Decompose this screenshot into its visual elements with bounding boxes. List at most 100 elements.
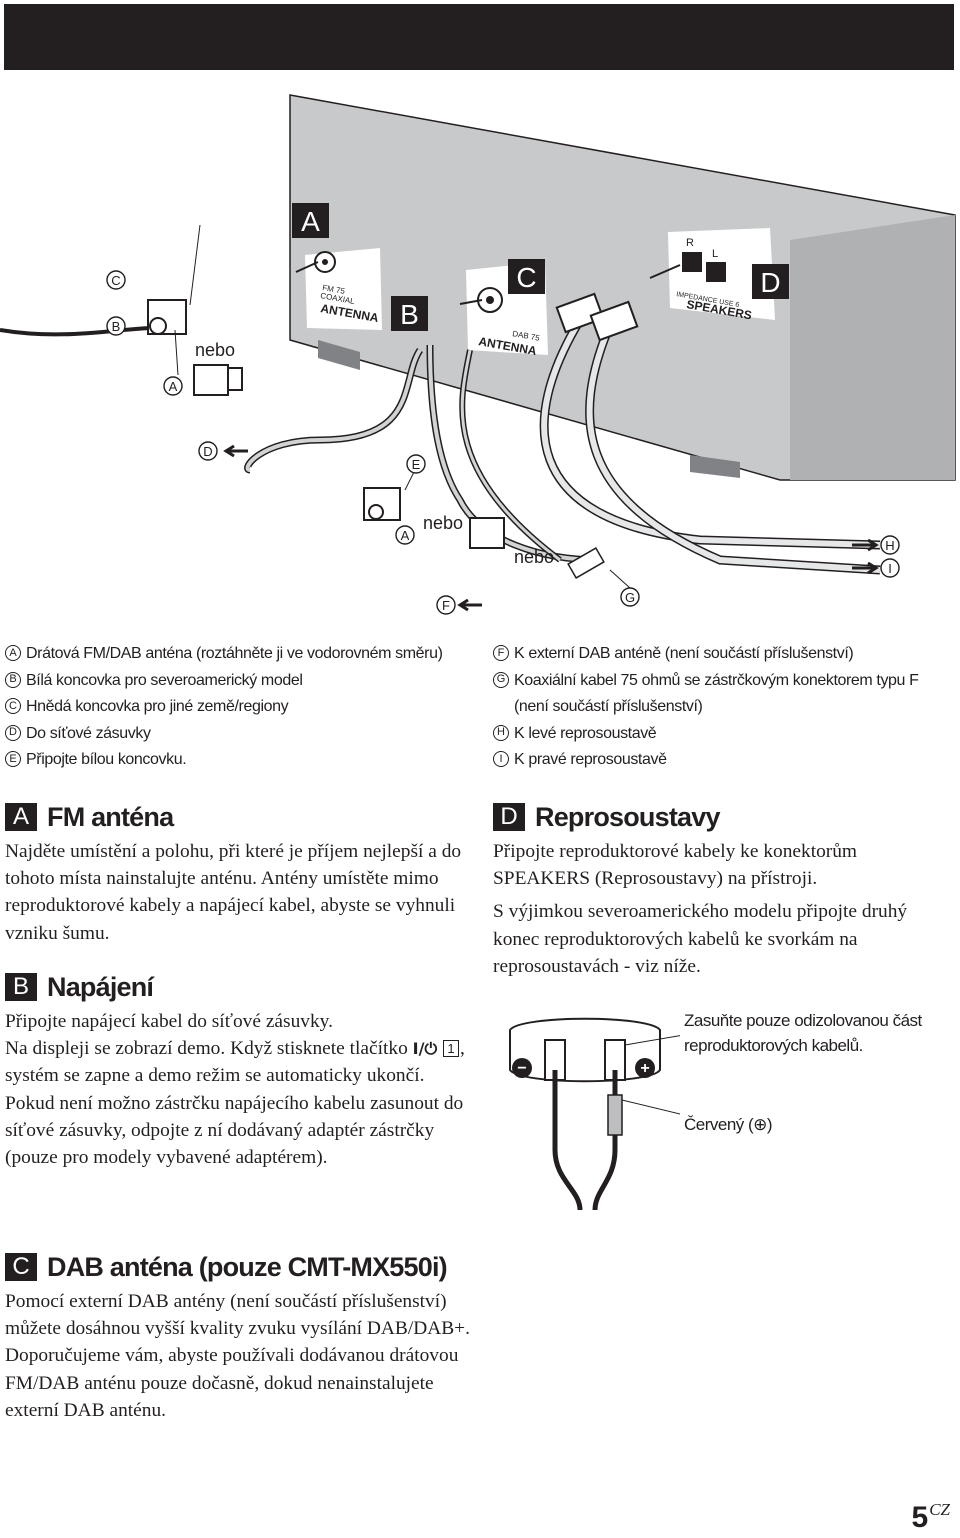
callout-e-text: E [412,457,421,472]
section-b-title: Napájení [47,971,154,1002]
arrow-to-left-speaker [852,538,879,552]
callout-a-bottom [395,525,415,545]
device-side [790,215,955,480]
box-label-d [752,264,789,299]
right-channel-label: R [686,237,694,249]
antenna-plug-lower-white [469,517,505,549]
section-d-paragraph-1: Připojte reproduktorové kabely ke konekt… [493,841,858,890]
callout-i-text: I [888,561,892,576]
legend-key-a: A [5,645,21,661]
legend-item-f: F K externí DAB anténě (není součástí pří… [493,641,955,668]
arrow-speaker [649,264,681,279]
box-label-c [508,259,545,294]
box-label-b-text: B [400,299,419,330]
callout-h [880,535,900,555]
wire-plus [592,1070,618,1211]
nebo-label-3: nebo [514,547,554,567]
device-foot-right [690,455,740,478]
leader-a-top [174,329,179,376]
legend-text-g: Koaxiální kabel 75 ohmů se zástrčkovým k… [514,671,919,716]
section-b-paragraph-3: Pokud není možno zástrčku napájecího kab… [5,1092,464,1169]
arrow-to-outlet [223,444,248,458]
legend-key-f: F [493,645,509,661]
section-a-badge: A [5,803,37,831]
connection-diagram: FM 75 COAXIAL ANTENNA DAB 75 ANTENNA R L… [0,80,960,640]
callout-insert-stripped: Zasuňte pouze odizolovanou část reproduk… [684,1011,922,1055]
legend-text-d: Do síťové zásuvky [26,724,151,742]
arrow-fm [295,261,319,273]
arrow-dab [459,299,483,305]
power-cable [245,348,422,472]
section-c-heading: C DAB anténa (pouze CMT-MX550i) [5,1250,475,1284]
key-1-icon: 1 [442,1040,459,1058]
minus-label: − [517,1060,526,1077]
section-b-heading: B Napájení [5,970,475,1004]
box-label-d-text: D [760,267,780,298]
legend-text-b: Bílá koncovka pro severoamerický model [26,671,303,689]
nebo-label-1: nebo [195,340,235,360]
callout-c [106,270,126,290]
speaker-plug-1 [555,292,605,334]
section-d-heading: D Reprosoustavy [493,800,955,834]
legend-item-d: D Do síťové zásuvky [5,721,475,748]
callout-c-text: C [111,273,120,288]
leader-red [621,1099,685,1116]
plus-icon [635,1058,655,1078]
antenna-plug-white [193,364,229,396]
section-b-badge: B [5,973,37,1001]
legend-text-e: Připojte bílou koncovku. [26,751,187,769]
box-label-c-text: C [516,262,536,293]
section-dab-antenna: C DAB anténa (pouze CMT-MX550i) Pomocí e… [5,1250,475,1424]
page-number-value: 5 [911,1501,929,1534]
section-d-title: Reprosoustavy [535,801,720,832]
nebo-label-2: nebo [423,513,463,533]
callout-a-top [163,376,183,396]
plus-label: + [640,1060,649,1077]
page-number: 5CZ [912,1500,950,1535]
callout-d [198,441,218,461]
callout-a-bottom-text: A [401,528,410,543]
box-label-a-text: A [301,206,320,237]
legend-text-c: Hnědá koncovka pro jiné země/regiony [26,698,289,716]
speaker-terminal-r [682,252,702,272]
page-number-suffix: CZ [929,1500,950,1519]
legend-text-i: K pravé reprosoustavě [514,751,667,769]
f-connector [567,547,605,579]
antenna-wire-left [0,326,151,337]
legend-key-c: C [5,698,21,715]
section-speakers: D Reprosoustavy Připojte reproduktorové … [493,800,955,980]
callout-i [880,558,900,578]
section-b-paragraph-1: Připojte napájecí kabel do síťové zásuvk… [5,1011,333,1032]
legend-key-i: I [493,751,509,768]
callout-a-top-text: A [169,379,178,394]
power-button-icon: I/⏻ [412,1039,438,1059]
legend-item-i: I K pravé reprosoustavě [493,747,955,774]
speaker-cable-2 [586,323,881,573]
section-c-title: DAB anténa (pouze CMT-MX550i) [47,1251,448,1282]
callout-d-text: D [203,444,212,459]
legend-text-h: K levé reprosoustavě [514,724,657,742]
callout-b-text: B [112,319,121,334]
callout-g-text: G [625,590,635,605]
arrow-to-dab [457,598,482,612]
legend-key-g: G [493,671,509,688]
legend-text-f: K externí DAB anténě (není součástí přís… [514,645,854,662]
speaker-cable-1 [541,318,881,548]
arrow-to-right-speaker [852,561,879,575]
leader-insert [624,1034,685,1046]
section-a-title: FM anténa [47,801,174,832]
box-label-a [292,203,329,238]
fm-wire [428,344,601,562]
speaker-plug-2 [589,300,639,342]
section-c-badge: C [5,1253,37,1281]
speaker-terminal-l [706,262,726,282]
red-stripe [607,1094,623,1136]
section-b-paragraph-2: Na displeji se zobrazí demo. Když stiskn… [5,1035,475,1089]
callout-h-text: H [885,538,894,553]
legend-key-d: D [5,724,21,741]
section-a-heading: A FM anténa [5,800,475,834]
